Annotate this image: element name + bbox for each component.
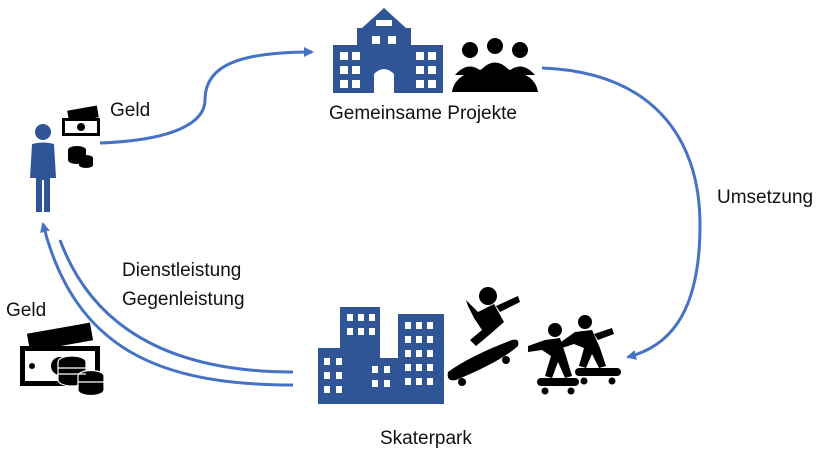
coins-icon	[57, 355, 105, 397]
arrow-person-to-projects	[99, 47, 314, 145]
label-geld-top: Geld	[110, 100, 151, 121]
skater-icon	[447, 287, 520, 386]
meeting-group-icon	[452, 38, 538, 92]
label-dienstleistung: Dienstleistung	[122, 260, 242, 281]
banknote-icon	[62, 105, 100, 136]
arrow-skaterpark-to-person-outer	[40, 222, 294, 387]
label-skaterpark: Skaterpark	[380, 428, 472, 449]
label-gemeinsame-projekte: Gemeinsame Projekte	[329, 103, 517, 124]
arrow-projects-to-skaterpark	[541, 66, 702, 360]
city-buildings-icon	[318, 307, 444, 404]
arrow-skaterpark-to-person-inner	[58, 239, 294, 374]
label-gegenleistung: Gegenleistung	[122, 289, 245, 310]
label-umsetzung: Umsetzung	[717, 187, 814, 208]
label-geld-bottom: Geld	[6, 300, 47, 321]
skateboarding-kids-icon	[528, 315, 621, 395]
person-icon	[30, 124, 56, 212]
coins-icon	[68, 146, 93, 168]
school-building-icon	[333, 8, 443, 93]
